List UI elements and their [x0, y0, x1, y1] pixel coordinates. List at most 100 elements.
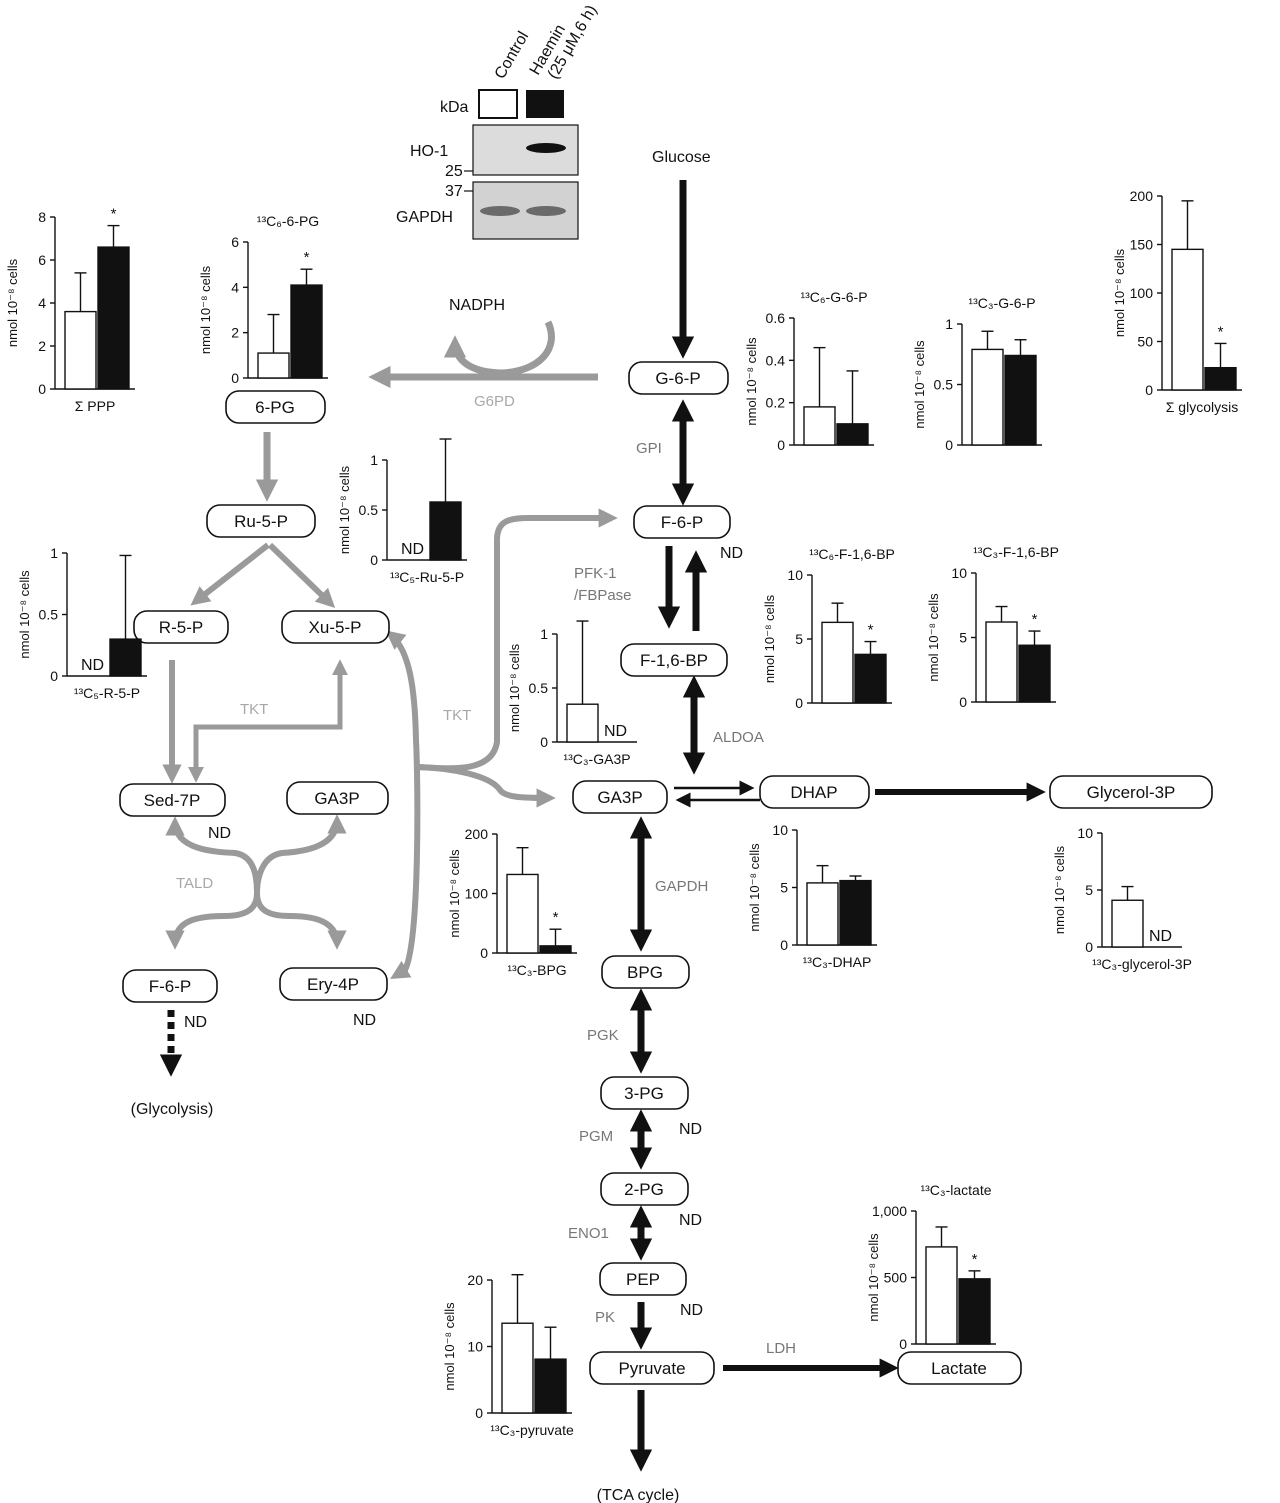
blot-marker-25: 25	[445, 163, 463, 180]
y-tick-label: 0	[231, 370, 239, 386]
y-axis-label: nmol 10⁻⁸ cells	[747, 843, 762, 932]
bar-haemin	[539, 945, 572, 954]
blot-protein-ho1: HO-1	[410, 143, 448, 160]
bar-haemin	[429, 501, 462, 561]
y-tick-label: 1	[370, 452, 378, 468]
bar-control	[1171, 248, 1204, 391]
chart-title: ¹³C₃-pyruvate	[490, 1422, 574, 1438]
bar-control	[971, 348, 1004, 446]
y-tick-label: 4	[38, 295, 46, 311]
y-tick-label: 0.4	[766, 352, 786, 368]
node-f6p-ppp: F-6-P	[122, 969, 218, 1003]
bar-nd-label: ND	[604, 723, 627, 740]
glycolysis-arrows	[159, 180, 1046, 1472]
node-ery4p: Ery-4P	[279, 967, 388, 1001]
bar-haemin	[1204, 366, 1237, 391]
svg-text:Ery-4P: Ery-4P	[307, 975, 359, 994]
svg-text:PEP: PEP	[626, 1270, 660, 1289]
node-tca-cycle: (TCA cycle)	[597, 1487, 680, 1503]
y-tick-label: 0	[959, 694, 967, 710]
y-tick-label: 100	[465, 886, 489, 902]
y-axis-label: nmol 10⁻⁸ cells	[912, 340, 927, 429]
svg-text:Pyruvate: Pyruvate	[618, 1359, 685, 1378]
enzyme-tald: TALD	[176, 875, 213, 892]
y-tick-label: 10	[467, 1339, 483, 1355]
nd-ery4p: ND	[353, 1012, 376, 1029]
node-r5p: R-5-P	[133, 610, 229, 644]
bar-haemin	[836, 423, 869, 446]
bar-control	[501, 1322, 534, 1414]
chart-title: ¹³C₃-glycerol-3P	[1092, 956, 1192, 972]
node-lactate: Lactate	[897, 1351, 1022, 1385]
bar-control	[803, 406, 836, 446]
svg-text:BPG: BPG	[627, 963, 663, 982]
y-tick-label: 100	[1130, 285, 1154, 301]
y-tick-label: 1	[540, 626, 548, 642]
node-pep: PEP	[599, 1262, 687, 1296]
bar-control	[806, 882, 839, 946]
y-tick-label: 0	[780, 937, 788, 953]
significance-star: *	[111, 206, 117, 223]
bar-haemin	[534, 1358, 567, 1414]
enzyme-pgm: PGM	[579, 1128, 613, 1145]
y-tick-label: 0	[370, 552, 378, 568]
y-axis-label: nmol 10⁻⁸ cells	[447, 849, 462, 938]
bar-control	[821, 621, 854, 704]
y-tick-label: 5	[959, 630, 967, 646]
svg-text:F-1,6-BP: F-1,6-BP	[640, 651, 708, 670]
y-tick-label: 0	[1145, 382, 1153, 398]
y-tick-label: 10	[787, 567, 803, 583]
blot-kda-label: kDa	[440, 99, 469, 116]
bar-haemin	[839, 879, 872, 946]
bar-haemin	[1004, 354, 1037, 446]
node-glycolysis-out: (Glycolysis)	[131, 1101, 214, 1118]
y-axis-label: nmol 10⁻⁸ cells	[1052, 845, 1067, 934]
svg-text:Ru-5-P: Ru-5-P	[234, 512, 288, 531]
node-f16bp: F-1,6-BP	[620, 643, 728, 677]
node-3pg: 3-PG	[600, 1076, 689, 1110]
svg-text:Sed-7P: Sed-7P	[144, 791, 201, 810]
y-tick-label: 500	[884, 1270, 908, 1286]
enzyme-aldoa: ALDOA	[713, 729, 764, 746]
y-tick-label: 5	[795, 631, 803, 647]
y-tick-label: 0.2	[766, 395, 786, 411]
bar-control	[1111, 899, 1144, 948]
bar-control	[985, 621, 1018, 703]
chart-title: ¹³C₃-GA3P	[563, 751, 630, 767]
y-tick-label: 0.6	[766, 310, 786, 326]
bar-haemin	[854, 653, 887, 704]
node-glycerol3p: Glycerol-3P	[1049, 775, 1213, 809]
chart-title: ¹³C₃-F-1,6-BP	[973, 544, 1059, 560]
node-sed7p: Sed-7P	[119, 783, 226, 817]
svg-text:Xu-5-P: Xu-5-P	[309, 618, 362, 637]
enzyme-gapdh: GAPDH	[655, 878, 708, 895]
enzyme-gpi: GPI	[636, 440, 662, 457]
y-tick-label: 50	[1137, 334, 1153, 350]
bar-control	[506, 873, 539, 954]
y-tick-label: 0	[1085, 939, 1093, 955]
node-glucose: Glucose	[652, 149, 711, 166]
y-tick-label: 0.5	[359, 502, 379, 518]
svg-text:DHAP: DHAP	[790, 783, 837, 802]
chart-title: Σ PPP	[75, 398, 116, 414]
node-nadph: NADPH	[449, 297, 505, 314]
y-tick-label: 200	[465, 826, 489, 842]
y-tick-label: 6	[231, 234, 239, 250]
bar-control	[566, 703, 599, 743]
chart-title: ¹³C₃-BPG	[507, 962, 566, 978]
chart-title: ¹³C₆-6-PG	[257, 213, 319, 229]
bar-nd-label: ND	[1149, 928, 1172, 945]
blot-marker-37: 37	[445, 183, 463, 200]
svg-text:GA3P: GA3P	[597, 788, 642, 807]
node-g6p: G-6-P	[628, 361, 729, 395]
nd-2pg: ND	[679, 1212, 702, 1229]
bar-haemin	[109, 638, 142, 677]
enzyme-eno1: ENO1	[568, 1225, 609, 1242]
y-axis-label: nmol 10⁻⁸ cells	[926, 593, 941, 682]
y-tick-label: 4	[231, 279, 239, 295]
